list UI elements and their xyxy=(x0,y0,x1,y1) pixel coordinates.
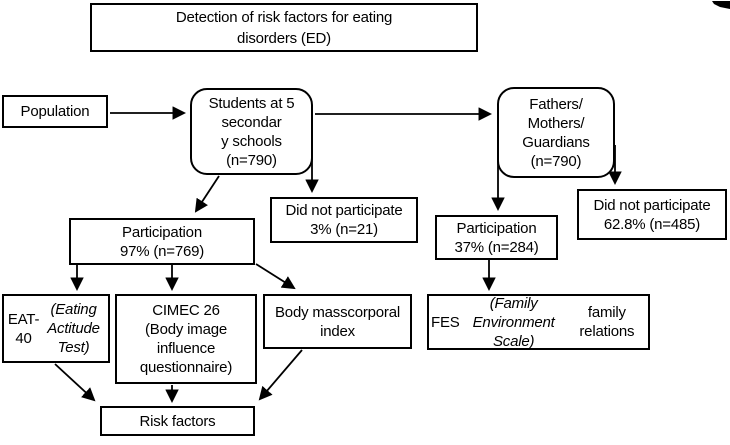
node-no-participation-students: Did not participate 3% (n=21) xyxy=(270,197,418,243)
node-fathers-mothers-guardians: Fathers/ Mothers/ Guardians (n=790) xyxy=(497,87,615,178)
node-cimec26: CIMEC 26 (Body image influence questionn… xyxy=(115,294,257,384)
arrow-body-mass-to-risk-factors xyxy=(258,349,303,401)
node-participation-students: Participation 97% (n=769) xyxy=(69,218,255,265)
node-risk-factors: Risk factors xyxy=(100,406,255,436)
arrow-eat40-to-risk-factors xyxy=(54,363,96,402)
page-corner-mark-icon xyxy=(712,1,730,9)
node-population: Population xyxy=(2,95,108,128)
arrow-students-to-participation-students xyxy=(194,175,220,213)
node-body-mass-index: Body masscorporal index xyxy=(263,294,412,349)
node-eat40: EAT-40 (Eating Actitude Test) xyxy=(2,294,110,363)
node-no-participation-parents: Did not participate 62.8% (n=485) xyxy=(577,189,727,240)
title-box: Detection of risk factors for eating dis… xyxy=(90,3,478,52)
node-fes: FES (Family Environment Scale) family re… xyxy=(427,294,650,350)
arrow-participation-students-to-body-mass xyxy=(255,263,296,290)
node-students: Students at 5 secondar y schools (n=790) xyxy=(190,88,313,175)
node-participation-parents: Participation 37% (n=284) xyxy=(435,215,558,260)
